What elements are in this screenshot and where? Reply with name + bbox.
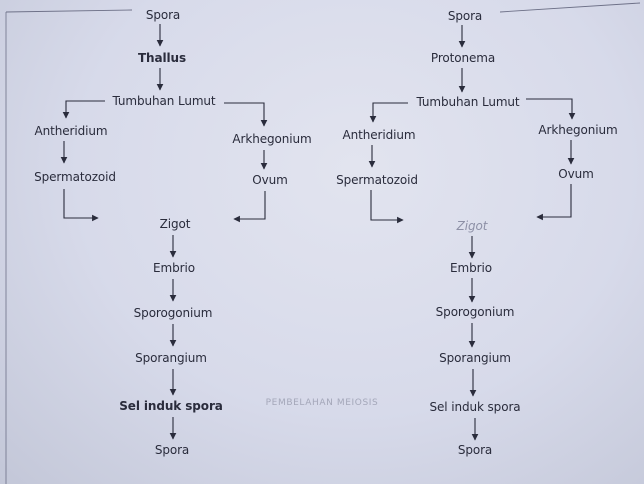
right-node-sporangium: Sporangium [439,351,511,365]
left-node-embrio: Embrio [153,261,195,275]
arrow-left-tumbuhan-arkhegonium [224,102,268,127]
arrow-right-spermatozoid-zigot [370,190,404,224]
right-node-spora-bottom: Spora [457,443,493,457]
right-node-sporogonium: Sporogonium [435,305,515,319]
arrow-left-ovum-zigot [233,191,266,223]
left-node-tumbuhan-lumut: Tumbuhan Lumut [112,94,216,108]
left-node-zigot: Zigot [159,217,191,231]
arrow-right-tumbuhan-arkhegonium [526,98,576,120]
top-right-rule [499,2,641,13]
right-node-spora-top: Spora [447,9,483,23]
left-node-spermatozoid: Spermatozoid [34,170,116,184]
arrow-left-tumbuhan-antheridium [62,100,105,119]
left-node-spora-bottom: Spora [154,443,190,457]
right-node-embrio: Embrio [450,261,492,275]
right-node-ovum: Ovum [558,167,594,181]
arrow-right-tumbuhan-antheridium [369,102,408,123]
right-node-antheridium: Antheridium [342,128,416,142]
left-node-sporangium: Sporangium [135,351,207,365]
left-node-sel-induk-spora: Sel induk spora [119,399,223,413]
left-node-thallus: Thallus [137,51,187,65]
right-node-protonema: Protonema [430,51,496,65]
left-node-antheridium: Antheridium [34,124,108,138]
right-node-sel-induk-spora: Sel induk spora [429,400,521,414]
left-node-arkhegonium: Arkhegonium [232,132,312,146]
left-node-sporogonium: Sporogonium [133,306,213,320]
left-node-ovum: Ovum [252,173,288,187]
left-node-spora-top: Spora [145,8,181,22]
arrow-left-spermatozoid-zigot [63,189,99,222]
right-node-arkhegonium: Arkhegonium [538,123,618,137]
arrow-right-ovum-zigot [536,184,572,221]
right-node-spermatozoid: Spermatozoid [336,173,418,187]
top-left-rule [5,9,133,13]
right-node-zigot: Zigot [456,219,488,233]
right-node-tumbuhan-lumut: Tumbuhan Lumut [416,95,520,109]
meiosis-caption: PEMBELAHAN MEIOSIS [265,398,379,408]
